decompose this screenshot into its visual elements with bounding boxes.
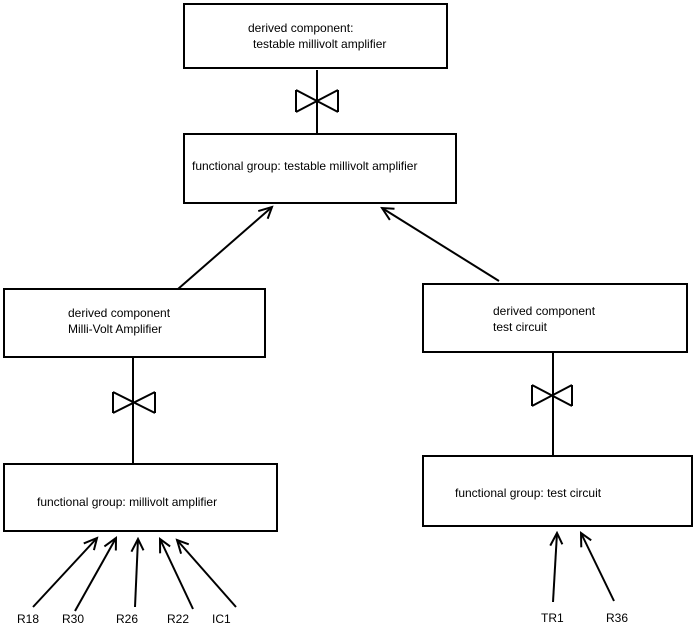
node-label-line2: Milli-Volt Amplifier	[68, 322, 163, 336]
node-label-line2: testable millivolt amplifier	[253, 37, 387, 51]
arrow-R22-to-left-fg	[160, 539, 194, 610]
arrow-R30-to-left-fg	[74, 538, 116, 612]
arrow-right-derived-to-fg-testable	[382, 208, 500, 282]
node-label-line1: derived component	[68, 306, 171, 320]
arrow-TR1-to-right-fg	[553, 533, 557, 603]
leaf-label-TR1: TR1	[541, 611, 564, 625]
node-label-line1: derived component	[493, 304, 596, 318]
node-derived-testable-millivolt-amplifier: derived component: testable millivolt am…	[183, 3, 448, 69]
bowtie-decomposition-icon-left	[112, 391, 156, 414]
node-derived-milli-volt-amplifier: derived component Milli-Volt Amplifier	[3, 288, 266, 358]
leaf-label-IC1: IC1	[212, 612, 231, 626]
node-functional-group-millivolt-amplifier: functional group: millivolt amplifier	[3, 463, 278, 532]
arrow-R36-to-right-fg	[581, 533, 615, 602]
leaf-label-R36: R36	[606, 611, 629, 625]
arrow-left-derived-to-fg-testable	[177, 207, 272, 290]
arrow-R18-to-left-fg	[32, 538, 97, 608]
node-functional-group-testable-millivolt-amplifier: functional group: testable millivolt amp…	[183, 133, 457, 204]
node-derived-test-circuit: derived component test circuit	[422, 283, 688, 353]
arrow-R26-to-left-fg	[135, 539, 138, 608]
node-functional-group-test-circuit: functional group: test circuit	[422, 455, 693, 527]
node-label: functional group: test circuit	[455, 486, 602, 500]
bowtie-decomposition-icon-top	[295, 89, 339, 113]
leaf-label-R26: R26	[116, 612, 139, 626]
node-label: functional group: testable millivolt amp…	[192, 159, 418, 173]
node-label: functional group: millivolt amplifier	[37, 495, 218, 509]
node-label-line2: test circuit	[493, 320, 548, 334]
leaf-label-R18: R18	[17, 612, 40, 626]
node-label-line1: derived component:	[248, 21, 354, 35]
leaf-label-R30: R30	[62, 612, 85, 626]
bowtie-decomposition-icon-right	[531, 384, 573, 407]
leaf-label-R22: R22	[167, 612, 190, 626]
arrow-IC1-to-left-fg	[177, 540, 237, 608]
